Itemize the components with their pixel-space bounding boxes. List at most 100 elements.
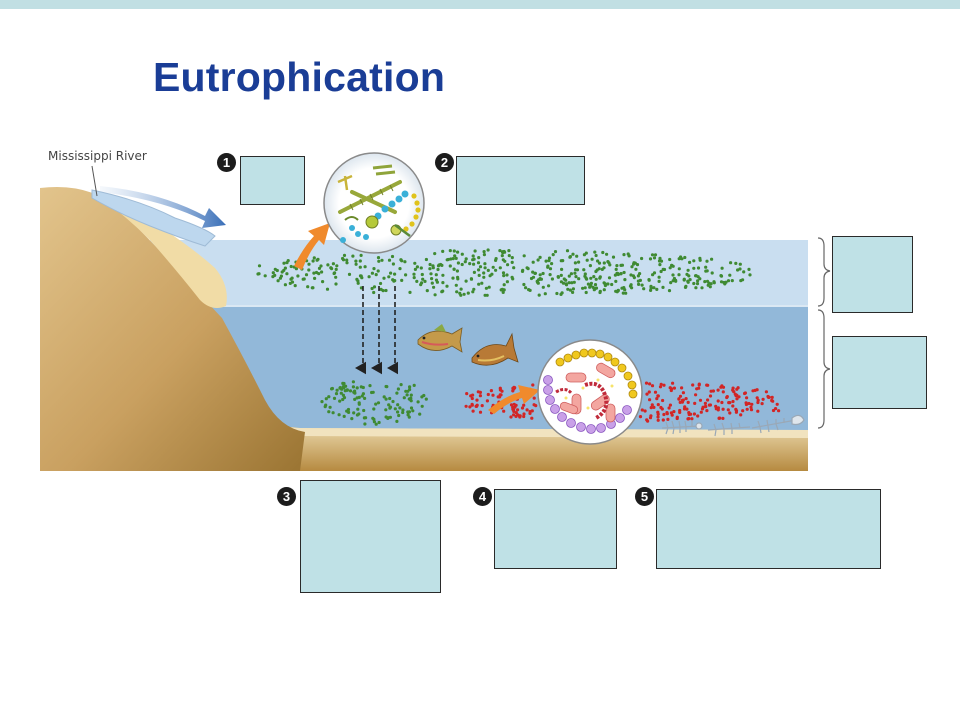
label-box-step-3[interactable]	[300, 480, 441, 593]
dot	[358, 259, 362, 263]
dot	[597, 261, 602, 265]
dot	[337, 413, 341, 417]
dot	[498, 388, 502, 392]
dot	[409, 406, 414, 410]
dot	[470, 402, 474, 406]
dot	[631, 274, 636, 278]
dot	[669, 281, 673, 285]
dot	[498, 266, 502, 270]
dot	[448, 249, 452, 253]
dot	[547, 259, 551, 263]
label-box-step-4[interactable]	[494, 489, 617, 569]
label-box-step-1[interactable]	[240, 156, 305, 205]
dot	[397, 413, 401, 418]
algae-cluster	[337, 164, 421, 243]
dot	[589, 276, 593, 280]
dot	[677, 267, 681, 271]
dot	[367, 275, 371, 279]
dot	[611, 255, 616, 259]
dot	[332, 396, 337, 400]
dot	[334, 267, 338, 271]
dot	[403, 260, 407, 264]
dot	[502, 274, 506, 278]
dot	[395, 391, 399, 395]
dot	[686, 280, 690, 284]
label-box-step-5[interactable]	[656, 489, 881, 569]
dot	[708, 394, 713, 398]
dot	[501, 251, 505, 255]
dot	[710, 271, 714, 275]
dot	[320, 270, 324, 274]
dot	[500, 254, 504, 258]
dot	[446, 257, 450, 262]
dot	[386, 416, 390, 420]
dot	[691, 383, 695, 387]
dot	[738, 267, 742, 271]
dot	[351, 380, 355, 384]
label-box-bottom-layer[interactable]	[832, 336, 927, 409]
dot	[619, 272, 623, 276]
dot	[652, 286, 656, 290]
dot	[285, 272, 289, 276]
dot	[334, 282, 338, 286]
dot	[511, 413, 516, 417]
dot	[511, 386, 515, 390]
dot	[387, 258, 392, 262]
dot	[344, 384, 348, 388]
dot	[388, 406, 392, 410]
dot	[304, 273, 309, 277]
dot	[333, 271, 337, 275]
dot	[420, 272, 424, 277]
dot	[516, 408, 520, 412]
dot	[456, 275, 460, 279]
dot	[514, 403, 518, 407]
dot	[694, 286, 698, 290]
dot	[478, 410, 483, 414]
dot	[602, 261, 606, 265]
dot	[696, 414, 700, 418]
dot	[273, 267, 277, 271]
dot	[421, 277, 425, 281]
dot	[593, 250, 597, 254]
dot	[432, 285, 436, 289]
dot	[661, 285, 665, 289]
dot	[674, 279, 678, 283]
dot	[396, 403, 400, 407]
label-box-surface-layer[interactable]	[832, 236, 913, 313]
dot	[555, 291, 559, 296]
dot	[381, 289, 385, 293]
step-badge-2: 2	[435, 153, 454, 172]
dot	[728, 273, 732, 277]
dot	[642, 287, 646, 291]
dot	[584, 251, 588, 255]
dot	[471, 409, 475, 413]
dot	[743, 391, 747, 396]
dot	[659, 269, 663, 274]
dot	[357, 402, 361, 406]
dot	[412, 272, 416, 276]
top-accent-bar	[0, 0, 960, 9]
orange-arrow-bacteria	[488, 385, 540, 414]
label-box-step-2[interactable]	[456, 156, 585, 205]
dot	[719, 385, 723, 389]
dot	[468, 262, 472, 266]
dot	[735, 387, 739, 391]
dot	[404, 273, 408, 277]
dot	[536, 258, 540, 262]
sinking-arrows	[355, 286, 399, 375]
dot	[689, 412, 693, 416]
dot	[653, 253, 658, 257]
river-label-leader	[91, 165, 98, 197]
dot	[610, 282, 614, 287]
dot	[685, 272, 689, 276]
dot	[452, 267, 456, 271]
mississippi-river-label: Mississippi River	[48, 149, 147, 163]
dot	[477, 273, 481, 277]
dot	[630, 265, 634, 269]
dot	[482, 275, 486, 279]
dot	[506, 263, 510, 267]
dot	[571, 287, 576, 291]
dot	[486, 248, 490, 252]
dot	[712, 281, 716, 285]
dot	[405, 393, 409, 397]
